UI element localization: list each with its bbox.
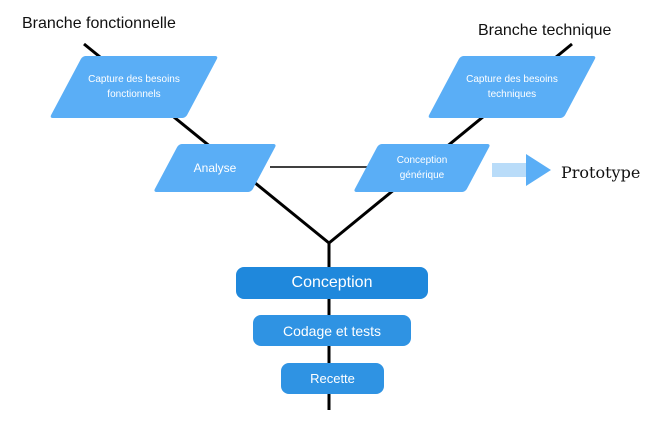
capture-technical-node: Capture des besoins techniques: [444, 56, 580, 118]
prototype-label: Prototype: [561, 163, 641, 182]
capture-technical-line1: Capture des besoins: [466, 73, 558, 85]
capture-functional-line1: Capture des besoins: [88, 73, 180, 85]
conception-generique-line2: générique: [399, 170, 445, 181]
capture-functional-node: Capture des besoins fonctionnels: [66, 56, 202, 118]
functional-branch-title: Branche fonctionnelle: [22, 15, 176, 32]
technical-branch-title: Branche technique: [478, 22, 612, 39]
step-conception: Conception: [236, 267, 428, 299]
capture-functional-line2: fonctionnels: [107, 89, 161, 100]
step-codage-tests: Codage et tests: [253, 315, 411, 346]
analyse-node: Analyse: [166, 144, 264, 192]
arrow-right-icon: [492, 154, 551, 186]
step-recette: Recette: [281, 363, 384, 394]
capture-technical-line2: techniques: [487, 89, 537, 100]
analyse-label: Analyse: [193, 160, 237, 175]
conception-generique-line1: Conception: [396, 154, 448, 166]
conception-generique-node: Conception générique: [366, 144, 478, 192]
